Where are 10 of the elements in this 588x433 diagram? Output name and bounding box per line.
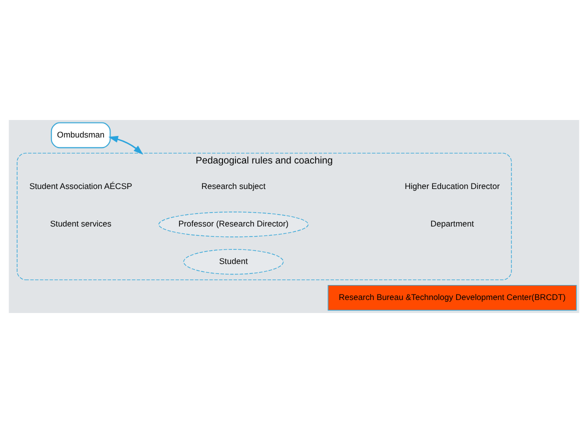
node-box: Ombudsman [50, 122, 111, 148]
label: Research subject [201, 181, 266, 192]
node-box: Research Bureau &Technology Development Center(BRCDT) [328, 284, 577, 311]
label: Higher Education Director [404, 181, 500, 192]
node-ellipse: Student [183, 249, 284, 275]
arrow [108, 136, 144, 155]
node-ellipse: Professor (Research Director) [158, 212, 308, 238]
label: Student services [50, 218, 112, 229]
label: Student Association AÉCSP [29, 181, 132, 192]
label: Department [430, 218, 474, 229]
